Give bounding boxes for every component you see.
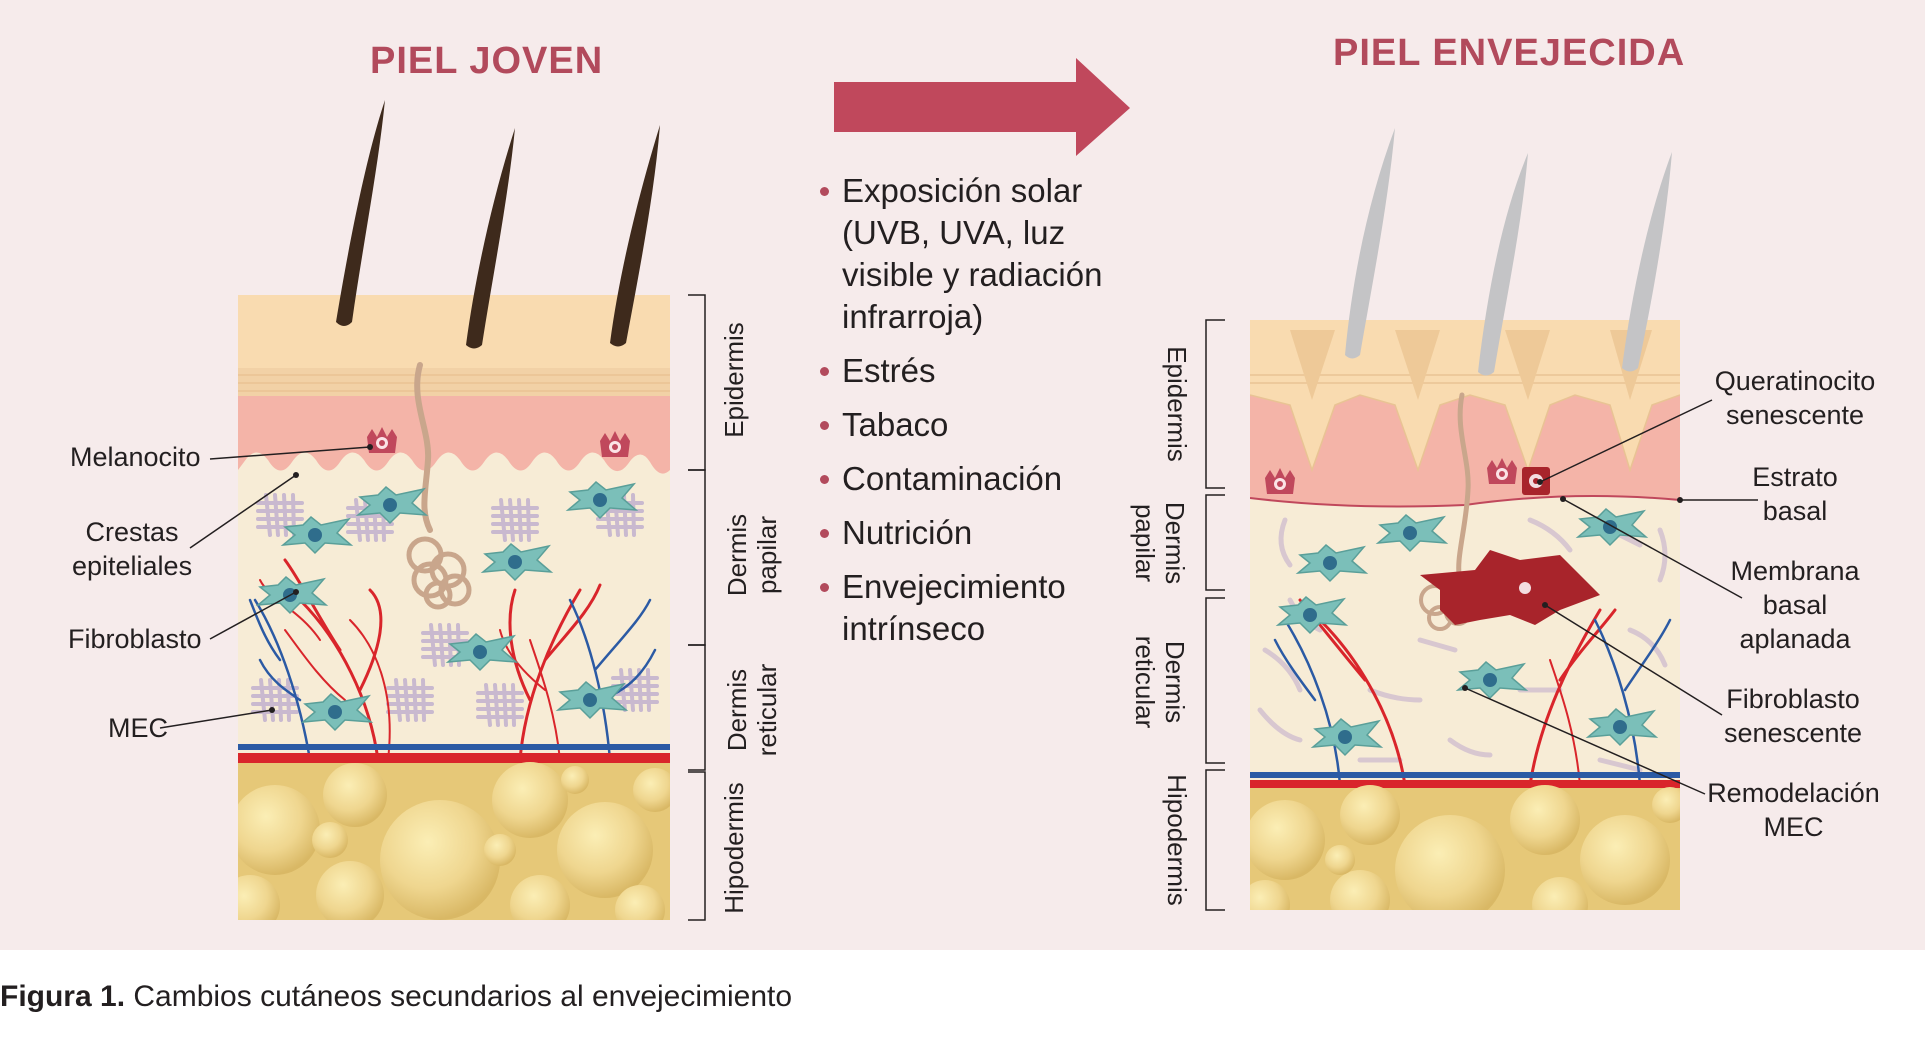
label-crestas-epiteliales: Crestas epiteliales: [72, 517, 193, 581]
bullet-icon: [820, 421, 829, 430]
label-queratinocito-senescente: Queratinocito senescente: [1714, 366, 1876, 430]
label-fibroblasto: Fibroblasto: [68, 624, 202, 654]
young-layer-brackets: [688, 294, 706, 921]
layer-dermis-reticular-aged: Dermis reticular: [1130, 635, 1190, 729]
bullet-icon: [820, 475, 829, 484]
senescent-fibroblast-icon: [1420, 550, 1600, 625]
aged-layer-brackets: [1205, 319, 1225, 911]
label-fibroblasto-senescente: Fibroblasto senescente: [1723, 684, 1863, 748]
young-skin-block: [238, 100, 670, 920]
layer-epidermis-young: Epidermis: [719, 322, 749, 438]
aged-leader-lines: [1464, 399, 1758, 795]
list-item: Exposición solar (UVB, UVA, luz visible …: [820, 170, 1150, 338]
bullet-icon: [820, 367, 829, 376]
layer-epidermis-aged: Epidermis: [1162, 346, 1192, 462]
young-skin-title: PIEL JOVEN: [370, 40, 604, 82]
label-mec: MEC: [108, 713, 168, 743]
label-melanocito: Melanocito: [70, 442, 201, 472]
caption-text: Cambios cutáneos secundarios al envejeci…: [125, 980, 793, 1013]
aging-factors-list: Exposición solar (UVB, UVA, luz visible …: [820, 170, 1150, 662]
layer-hipodermis-young: Hipodermis: [719, 782, 749, 914]
label-estrato-basal: Estrato basal: [1752, 462, 1838, 526]
layer-dermis-papilar-aged: Dermis papilar: [1130, 501, 1190, 585]
skin-diagram: [159, 58, 1758, 921]
layer-dermis-reticular-young: Dermis reticular: [722, 663, 782, 757]
figure-panel: PIEL JOVEN PIEL ENVEJECIDA Exposición so…: [0, 0, 1925, 950]
list-item: Contaminación: [820, 458, 1150, 500]
list-item: Estrés: [820, 350, 1150, 392]
layer-hipodermis-aged: Hipodermis: [1162, 774, 1192, 906]
label-remodelacion-mec: Remodelación MEC: [1707, 778, 1880, 842]
caption-prefix: Figura 1.: [0, 980, 126, 1013]
list-item: Nutrición: [820, 512, 1150, 554]
bullet-icon: [820, 529, 829, 538]
bullet-icon: [820, 583, 829, 592]
list-item: Envejecimiento intrínseco: [820, 566, 1150, 650]
label-membrana-basal-aplanada: Membrana basal aplanada: [1730, 556, 1860, 654]
aged-skin-title: PIEL ENVEJECIDA: [1333, 32, 1686, 74]
aged-skin-block: [1250, 128, 1680, 910]
transition-arrow-icon: [834, 58, 1130, 156]
layer-dermis-papilar-young: Dermis papilar: [722, 513, 782, 597]
list-item: Tabaco: [820, 404, 1150, 446]
figure-caption: Figura 1. Cambios cutáneos secundarios a…: [0, 980, 792, 1014]
young-leader-lines: [159, 446, 371, 729]
bullet-icon: [820, 187, 829, 196]
